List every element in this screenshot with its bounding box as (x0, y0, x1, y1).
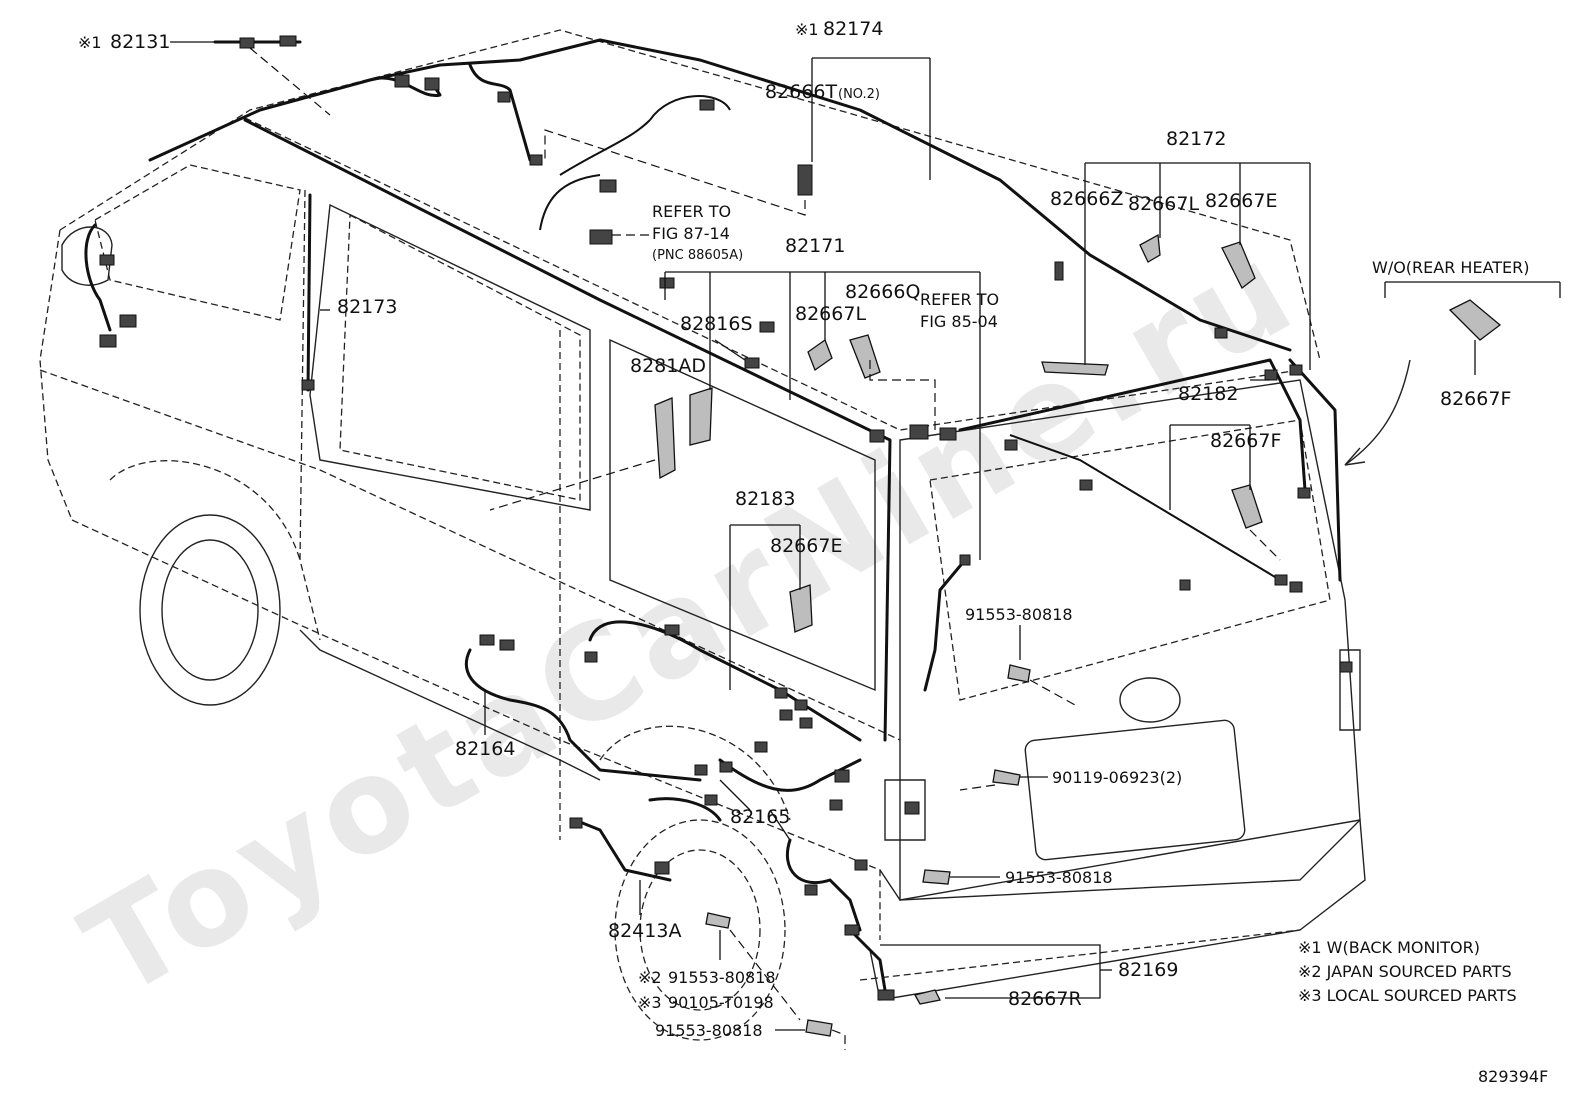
refer-fig-85-04-line1: REFER TO (920, 290, 999, 309)
wire-harnesses (84, 38, 1342, 992)
label-82667L-side: 82667L (795, 303, 866, 325)
leader-lines (170, 41, 1561, 1050)
label-82169: 82169 (1118, 959, 1178, 981)
refer-fig-87-14-line1: REFER TO (652, 202, 731, 221)
label-82667F-variant: 82667F (1440, 388, 1511, 410)
label-82667E-door: 82667E (770, 535, 842, 557)
label-82182: 82182 (1178, 383, 1238, 405)
note-mark-82174: ※1 (795, 20, 819, 39)
note-3: ※3 LOCAL SOURCED PARTS (1298, 986, 1517, 1005)
label-90105-T0198: 90105-T0198 (668, 993, 774, 1012)
part-labels: ※1 82131 ※1 82174 82666T (NO.2) REFER TO… (78, 18, 1530, 1040)
van-body-outline (39, 29, 1366, 1041)
label-82666T: 82666T (765, 81, 837, 103)
label-82413A: 82413A (608, 920, 681, 942)
label-91553-80818-a: 91553-80818 (965, 605, 1073, 624)
variant-label: W/O(REAR HEATER) (1372, 258, 1530, 277)
note-mark-91553-c: ※2 (638, 968, 662, 987)
refer-fig-87-14-line2: FIG 87-14 (652, 224, 730, 243)
label-82666Z: 82666Z (1050, 188, 1123, 210)
notes-legend: ※1 W(BACK MONITOR) ※2 JAPAN SOURCED PART… (1298, 938, 1517, 1005)
label-82165: 82165 (730, 806, 790, 828)
label-8281AD: 8281AD (630, 355, 706, 377)
label-91553-80818-b: 91553-80818 (1005, 868, 1113, 887)
label-82667R: 82667R (1008, 988, 1082, 1010)
label-82131: 82131 (110, 31, 170, 53)
label-91553-80818-d: 91553-80818 (655, 1021, 763, 1040)
bolts (705, 664, 1031, 1037)
refer-fig-87-14-line3: (PNC 88605A) (652, 248, 743, 263)
label-82174: 82174 (823, 18, 883, 40)
label-82183: 82183 (735, 488, 795, 510)
label-82666Q: 82666Q (845, 281, 920, 303)
label-91553-80818-c: 91553-80818 (668, 968, 776, 987)
label-82666T-note: (NO.2) (838, 87, 880, 102)
label-90119-06923: 90119-06923(2) (1052, 768, 1182, 787)
label-82667E-roof: 82667E (1205, 190, 1277, 212)
note-mark-82131: ※1 (78, 33, 102, 52)
label-82816S: 82816S (680, 313, 753, 335)
refer-fig-85-04-line2: FIG 85-04 (920, 312, 998, 331)
label-82164: 82164 (455, 738, 515, 760)
label-82171: 82171 (785, 235, 845, 257)
connectors (99, 35, 1353, 1001)
clips (654, 233, 1502, 1005)
note-mark-90105: ※3 (638, 993, 662, 1012)
note-1: ※1 W(BACK MONITOR) (1298, 938, 1480, 957)
label-82667L-roof: 82667L (1128, 193, 1199, 215)
label-82172: 82172 (1166, 128, 1226, 150)
label-82667F-rear: 82667F (1210, 430, 1281, 452)
label-82173: 82173 (337, 296, 397, 318)
figure-id: 829394F (1478, 1067, 1548, 1086)
note-2: ※2 JAPAN SOURCED PARTS (1298, 962, 1512, 981)
